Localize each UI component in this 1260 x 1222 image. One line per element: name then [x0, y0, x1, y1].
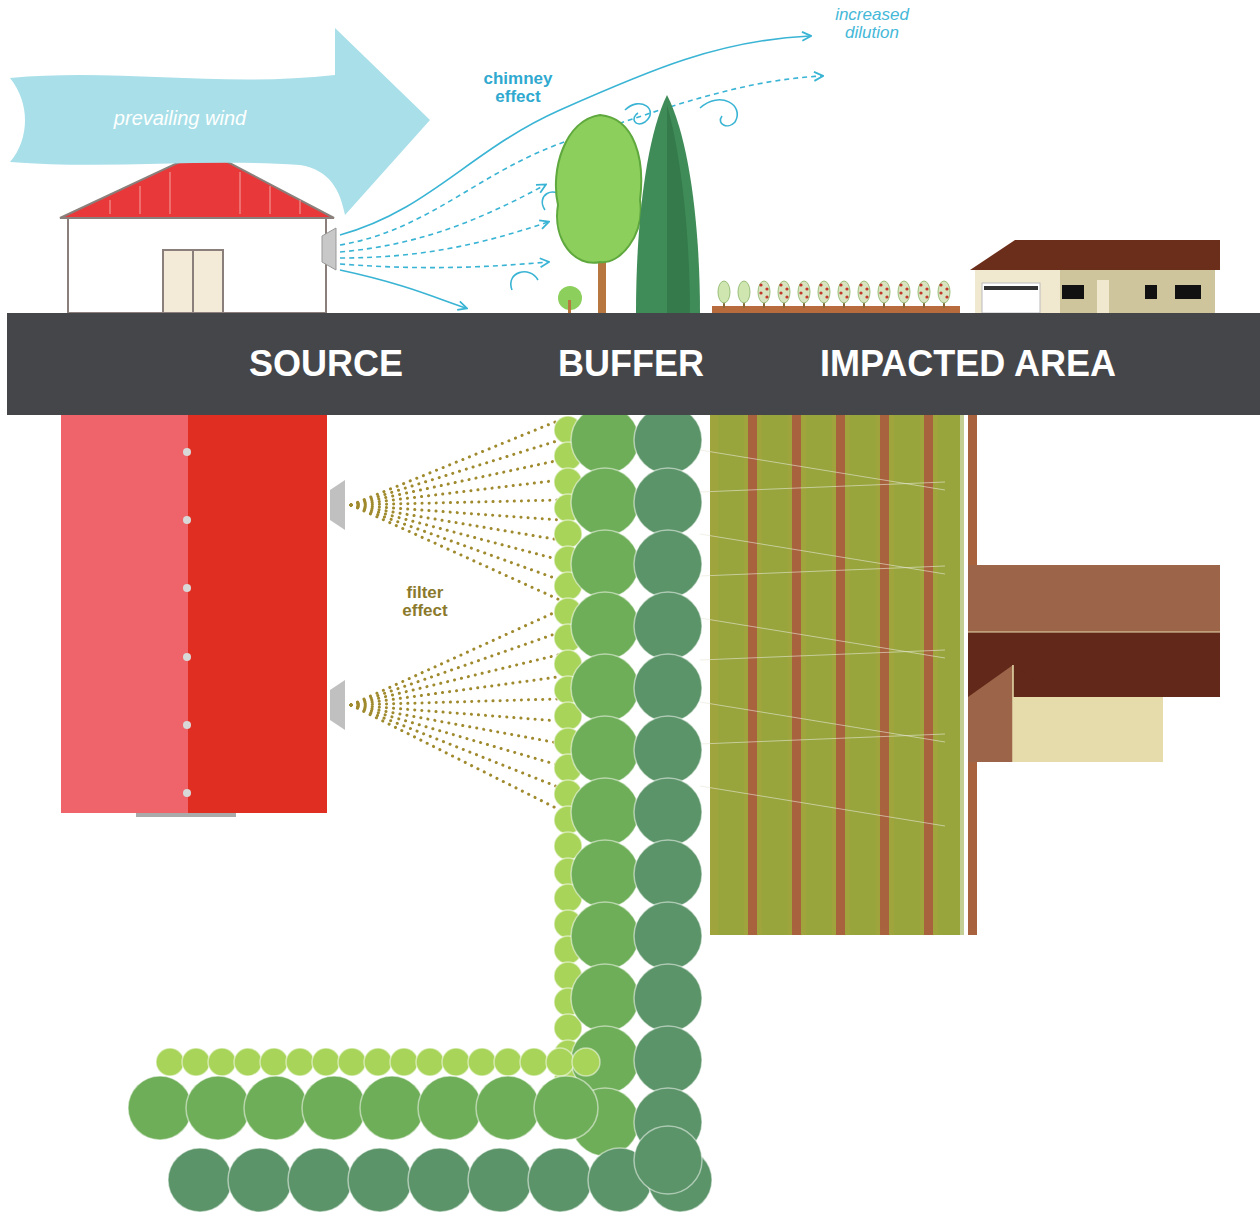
dilution-note: increased dilution	[822, 6, 922, 42]
zone-band: SOURCE BUFFER IMPACTED AREA	[7, 313, 1260, 415]
odour-plume-dots	[351, 420, 560, 810]
neighbour-house-plan	[968, 565, 1220, 762]
source-building-plan	[61, 415, 345, 817]
source-barn	[60, 150, 336, 313]
chimney-note: chimney effect	[473, 70, 563, 106]
buffer-trees-plan	[128, 406, 712, 1212]
buffer-trees-elevation	[556, 95, 700, 313]
wind-label: prevailing wind	[114, 107, 246, 130]
filter-note: filter effect	[392, 584, 458, 620]
neighbour-house	[970, 240, 1220, 313]
zone-label: SOURCE	[249, 343, 403, 385]
air-flow-lines	[340, 36, 822, 308]
zone-label: IMPACTED AREA	[820, 343, 1116, 385]
orchard-rows-elevation	[712, 281, 960, 313]
wind-arrow: prevailing wind	[10, 28, 435, 218]
orchard-field-plan	[700, 415, 977, 935]
zone-label: BUFFER	[558, 343, 704, 385]
